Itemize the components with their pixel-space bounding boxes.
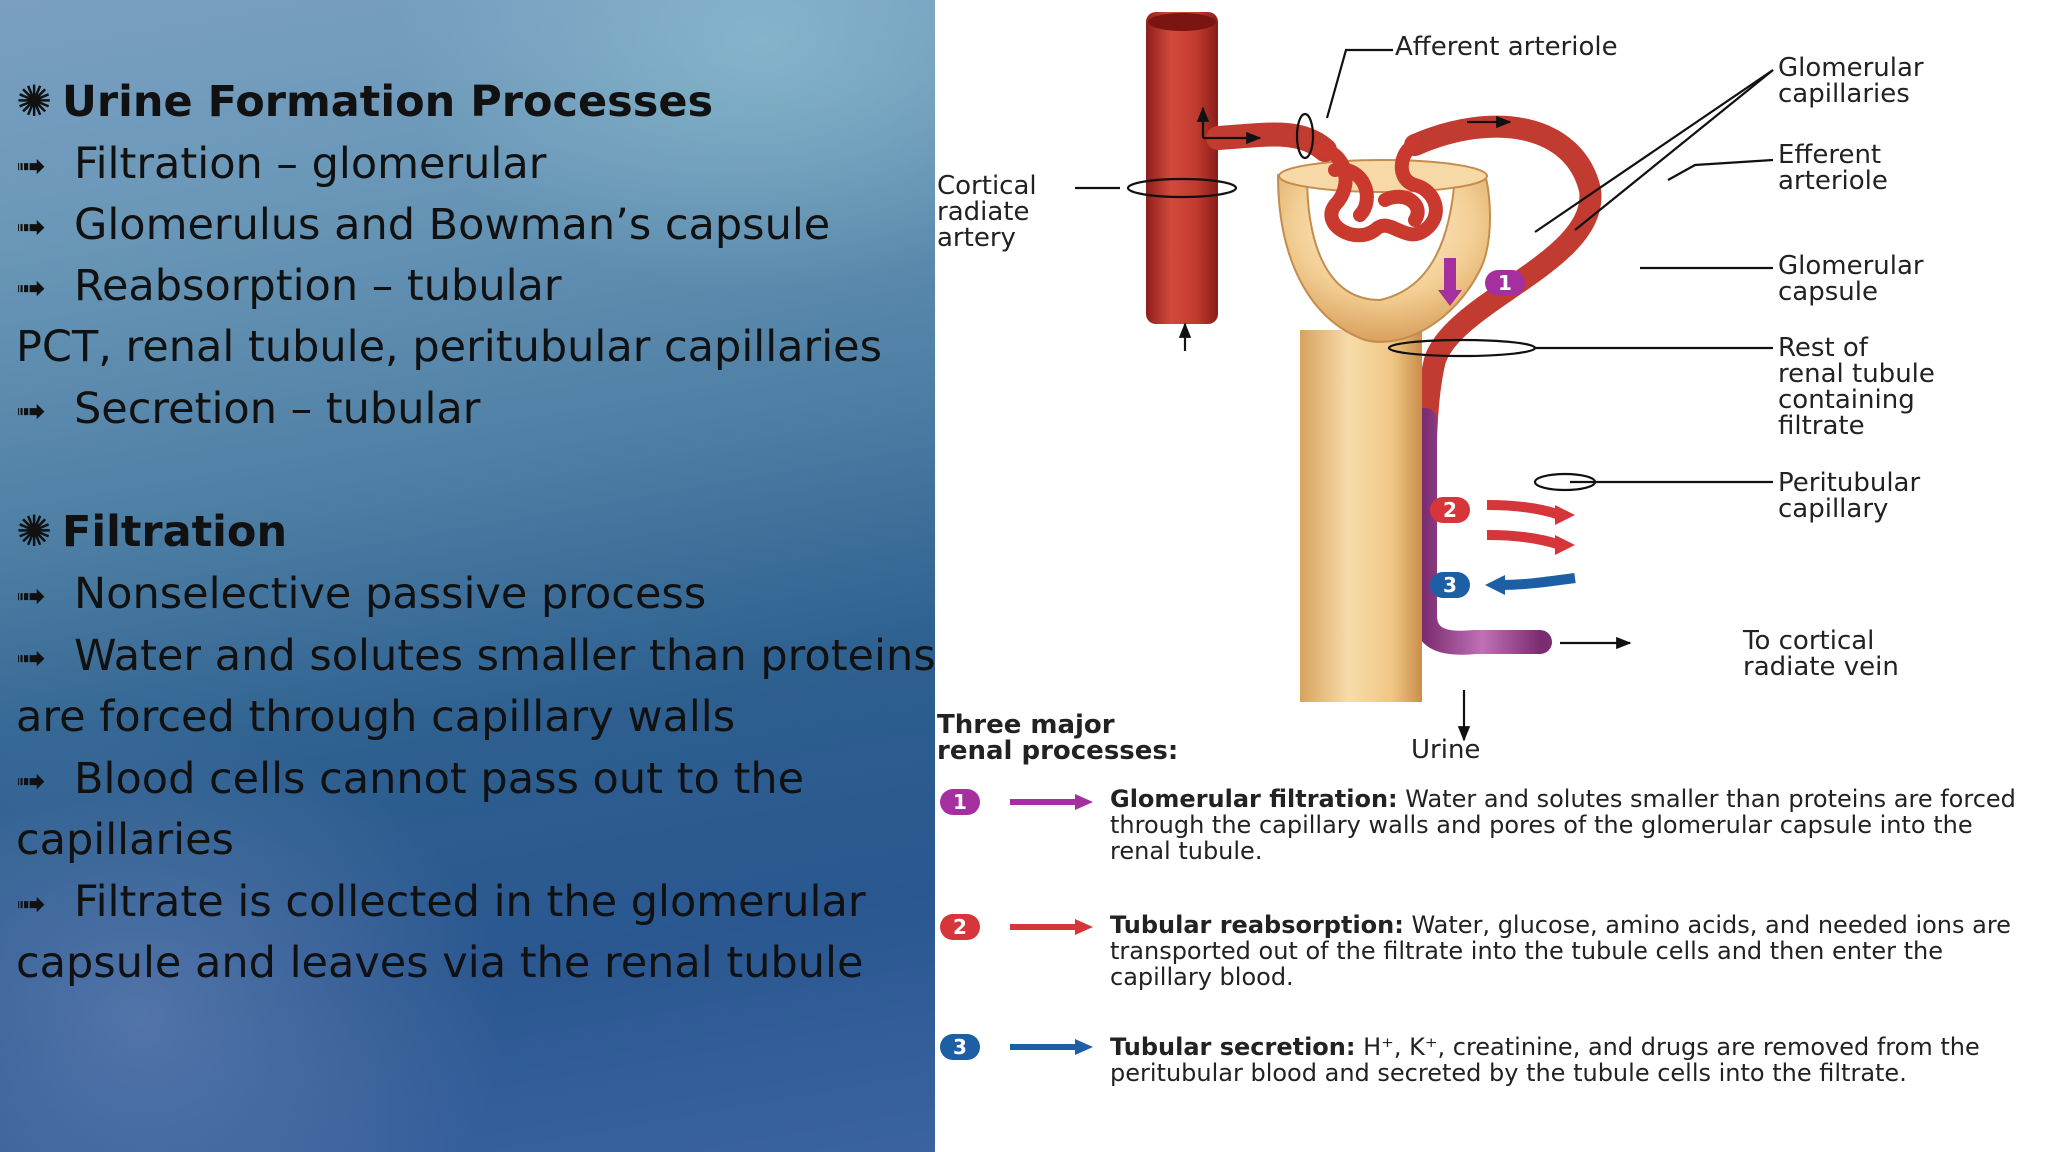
arrow-bullet-icon: ➟ [16,207,47,248]
process-tubular-secretion: Tubular secretion: H⁺, K⁺, creatinine, a… [1110,1033,1980,1087]
bullet-blood-cells: ➟Blood cells cannot pass out to the [16,749,804,812]
bullet-glomerulus: ➟Glomerulus and Bowman’s capsule [16,195,830,258]
label-glomerular-capsule: Glomerular capsule [1778,251,1924,307]
label-peritubular-capillary: Peritubular capillary [1778,468,1921,524]
text-water-solutes-cont: are forced through capillary walls [16,692,736,742]
reabsorption-arrow [1486,500,1562,520]
label-afferent-arteriole: Afferent arteriole [1395,32,1618,62]
badge-1: 1 [1485,270,1525,296]
label-three-major-processes: Three major renal processes: [937,710,1179,766]
text-pct: PCT, renal tubule, peritubular capillari… [16,322,883,372]
secretion-arrow [1499,573,1576,590]
arrow-bullet-icon: ➟ [16,268,47,309]
label-cortical-radiate-artery: Cortical radiate artery [937,171,1037,253]
arrow-bullet-icon: ➟ [16,761,47,802]
arrow-bullet-icon: ➟ [16,576,47,617]
bullet-filtration: ➟Filtration – glomerular [16,134,546,197]
text-filtrate-cont: capsule and leaves via the renal tubule [16,938,864,988]
bullet-nonselective: ➟Nonselective passive process [16,564,706,627]
arrow-bullet-icon: ➟ [16,638,47,679]
process-tubular-reabsorption: Tubular reabsorption: Water, glucose, am… [1110,911,2011,991]
label-efferent-arteriole: Efferent arteriole [1778,140,1888,196]
bullet-reabsorption: ➟Reabsorption – tubular [16,256,562,319]
arrow-bullet-icon: ➟ [16,146,47,187]
afferent-arteriole [1206,122,1337,162]
legend-badge-2: 2 [940,914,980,940]
process-glomerular-filtration: Glomerular filtration: Water and solutes… [1110,785,2016,865]
text-panel: ✺Urine Formation Processes ➟Filtration –… [0,0,935,1152]
heading-filtration: ✺Filtration [16,502,287,562]
renal-tubule [1300,330,1422,702]
glomerular-capillaries [1313,138,1443,243]
heading-urine-formation: ✺Urine Formation Processes [16,72,713,132]
peritubular-capillary [1413,408,1552,655]
badge-3: 3 [1430,572,1470,598]
legend-badge-1: 1 [940,789,980,815]
nephron-diagram-panel: 1 2 3 Afferent arteriole Glomerular capi… [935,0,2048,1152]
label-glomerular-capillaries: Glomerular capillaries [1778,53,1924,109]
label-rest-of-renal-tubule: Rest of renal tubule containing filtrate [1778,333,1935,441]
label-to-cortical-radiate-vein: To cortical radiate vein [1743,626,1899,682]
cortical-radiate-artery [1146,12,1218,324]
glomerular-capsule [1276,174,1491,343]
bullet-filtrate: ➟Filtrate is collected in the glomerular [16,872,866,935]
legend-badge-3: 3 [940,1034,980,1060]
asterisk-bullet-icon: ✺ [16,77,53,127]
arrow-bullet-icon: ➟ [16,884,47,925]
arrow-bullet-icon: ➟ [16,391,47,432]
nephron-diagram [1010,12,1774,1055]
asterisk-bullet-icon: ✺ [16,507,53,557]
bullet-water-solutes: ➟Water and solutes smaller than proteins [16,626,935,689]
badge-2: 2 [1430,497,1470,523]
label-urine: Urine [1411,735,1481,765]
text-blood-cells-cont: capillaries [16,815,234,865]
bullet-secretion: ➟Secretion – tubular [16,379,480,442]
